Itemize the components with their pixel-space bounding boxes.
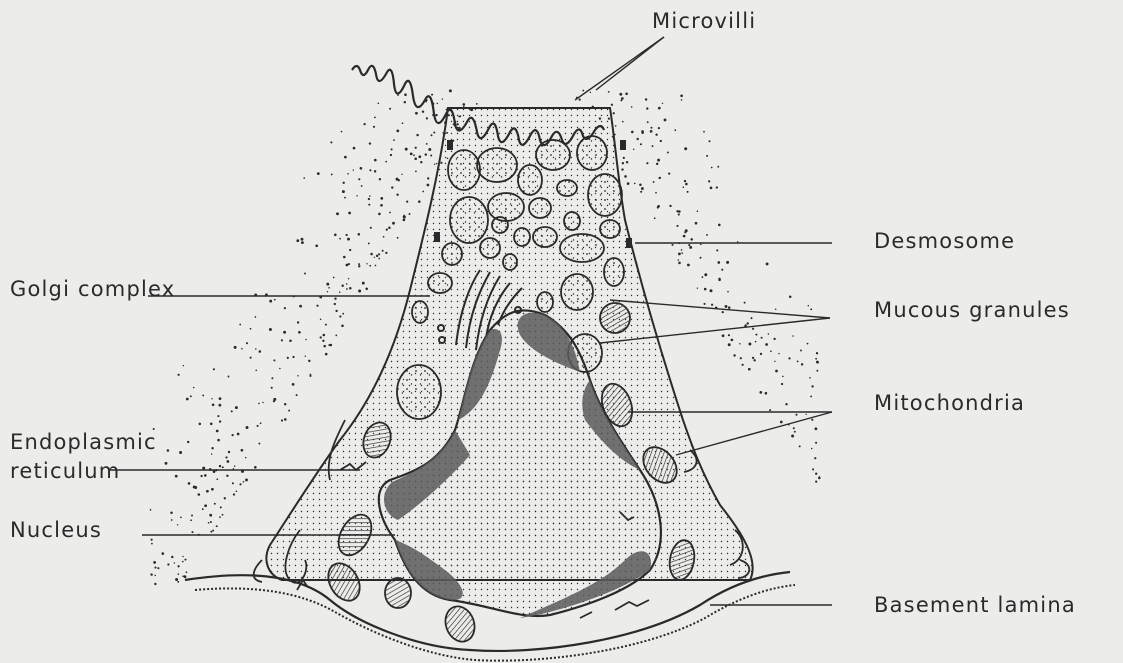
- label-reticulum: reticulum: [10, 459, 120, 483]
- label-microvilli: Microvilli: [652, 9, 756, 33]
- label-endoplasmic: Endoplasmic: [10, 430, 157, 454]
- label-nucleus: Nucleus: [10, 518, 102, 542]
- label-golgi-complex: Golgi complex: [10, 277, 175, 301]
- label-mucous-granules: Mucous granules: [874, 298, 1070, 322]
- striped-granule: [600, 303, 630, 333]
- label-basement-lamina: Basement lamina: [874, 593, 1076, 617]
- label-desmosome: Desmosome: [874, 229, 1015, 253]
- label-mitochondria: Mitochondria: [874, 391, 1025, 415]
